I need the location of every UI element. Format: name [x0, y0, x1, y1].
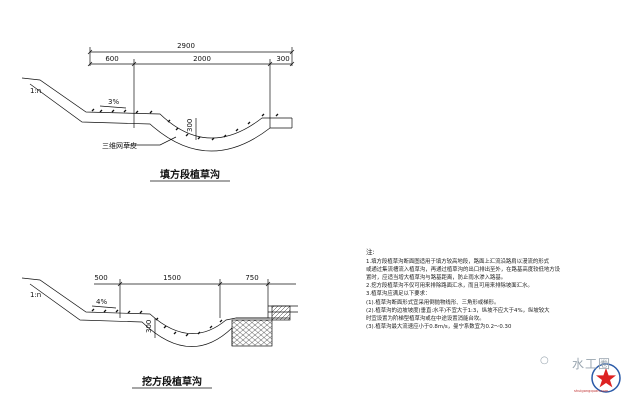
- upper-grass-marks: [91, 108, 279, 141]
- upper-right-dim: 300: [276, 55, 289, 63]
- lower-grade-label: 4%: [96, 298, 107, 306]
- fill-section-diagram: [21, 47, 295, 152]
- upper-slope-label: 1:n: [30, 87, 41, 95]
- upper-subgrade-line: [29, 83, 292, 152]
- lower-mid-dim: 1500: [163, 274, 181, 282]
- upper-grass-label: 三维网草皮: [102, 141, 137, 150]
- notes-heading: 注:: [366, 248, 375, 256]
- note-line: 3.植草沟应满足以下要求：: [366, 291, 431, 298]
- watermark-brand: 水工圈: [572, 357, 612, 371]
- note-line: 2.挖方段植草沟不仅可用来排除路面汇水，而且可用来排除坡面汇水。: [366, 283, 533, 290]
- lower-stone-block: [231, 319, 273, 347]
- lower-slope-label: 1:n: [30, 291, 41, 299]
- watermark: ○ 水工圈 shuigongquan.com: [540, 345, 634, 397]
- lower-dimension-lines: [94, 279, 296, 318]
- watermark-logo: [591, 363, 621, 393]
- lower-depth-label: 300: [145, 320, 153, 333]
- upper-grade-arrow: [99, 105, 127, 109]
- upper-depth-label: 300: [186, 119, 194, 132]
- lower-ground-line: [21, 277, 270, 334]
- lower-subgrade-line: [29, 283, 233, 347]
- lower-grade-arrow: [91, 305, 117, 309]
- note-line: 或通过集流槽流入植草沟，再通过植草沟的出口排出至外，在路基高度较低地方设: [366, 267, 561, 274]
- upper-grade-label: 3%: [108, 98, 119, 106]
- upper-left-dim: 600: [105, 55, 118, 63]
- note-line: 1.填方段植草沟断面图适用于填方较高地段，路面上汇流沿路肩以漫流的形式: [366, 259, 550, 266]
- lower-title: 挖方段植草沟: [142, 375, 202, 388]
- note-line: (1).植草沟断面形式宜采用倒抛物线形、三角形或梯形。: [366, 299, 500, 306]
- upper-mid-dim: 2000: [193, 55, 211, 63]
- upper-title: 填方段植草沟: [160, 168, 220, 181]
- upper-ground-line: [21, 77, 292, 139]
- note-line: 时宜设置为阶梯型植草沟或在中途设置消能台坎。: [366, 315, 485, 322]
- upper-total-dim: 2900: [177, 42, 195, 50]
- cut-section-diagram: [21, 277, 298, 347]
- lower-right-dim: 750: [245, 274, 258, 282]
- note-line: (3).植草沟最大流速应小于0.8m/s，曼宁系数宜为0.2～0.30: [366, 323, 512, 330]
- notes-block: 注: 1.填方段植草沟断面图适用于填方较高地段，路面上汇流沿路肩以漫流的形式 或…: [366, 248, 628, 331]
- watermark-url: shuigongquan.com: [574, 389, 609, 393]
- note-line: 置时，应适当增大植草沟与路基距离，防止雨水渗入路基。: [366, 275, 507, 282]
- upper-dimension-lines: [87, 47, 295, 128]
- note-line: (2).植草沟的边坡坡度(垂直:水平)不宜大于1:3，纵坡不应大于4%，纵坡较大: [366, 307, 550, 314]
- star-icon: [596, 368, 616, 388]
- chat-icon: ○: [540, 355, 549, 366]
- upper-grass-leader: [124, 136, 177, 146]
- lower-grass-marks: [91, 308, 223, 337]
- lower-left-dim: 500: [94, 274, 107, 282]
